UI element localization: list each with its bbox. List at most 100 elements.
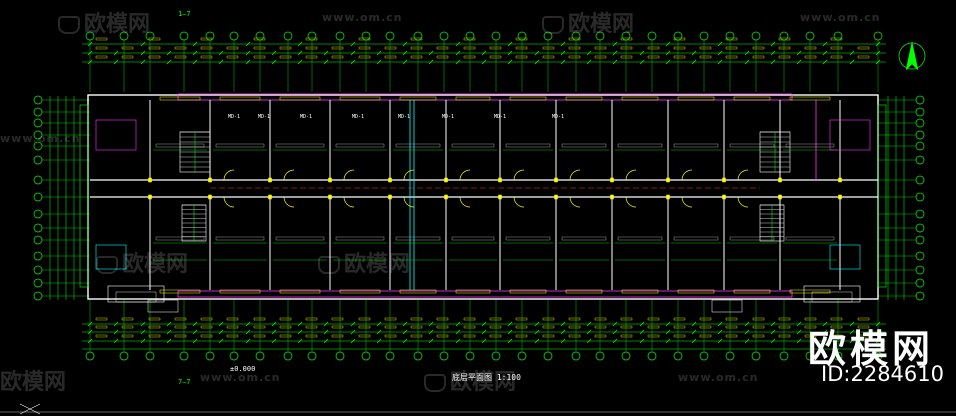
cad-rect [436, 334, 449, 338]
axis-bubble [283, 351, 293, 361]
cad-rect [829, 119, 871, 151]
cad-line [140, 338, 146, 344]
cad-line [455, 41, 461, 47]
axis-bubble [229, 351, 239, 361]
cad-line [19, 403, 41, 415]
cad-line [245, 50, 251, 56]
cad-rect [279, 46, 292, 50]
cad-rect [95, 119, 137, 151]
cad-rect [384, 55, 397, 59]
cad-line [744, 50, 750, 56]
cad-rect [789, 289, 831, 294]
axis-bubble [873, 31, 883, 41]
cad-line [218, 59, 224, 65]
cad-line [534, 59, 540, 65]
cad-line [639, 50, 645, 56]
axis-bubble [751, 31, 761, 41]
cad-rect [79, 104, 89, 288]
cad-rect [279, 96, 321, 101]
cad-rect [174, 55, 187, 59]
cad-line [350, 329, 356, 335]
axis-bubble [915, 175, 925, 185]
cad-line [376, 338, 382, 344]
cad-rect [358, 55, 371, 59]
cad-rect [463, 46, 476, 50]
cad-line [822, 59, 828, 65]
cad-rect [617, 143, 663, 148]
axis-bubble [491, 31, 501, 41]
cad-rect [804, 325, 817, 329]
cad-line [796, 338, 802, 344]
door-swing [403, 196, 415, 208]
section-mark-top: 1—7 [178, 10, 191, 18]
cad-rect [305, 46, 318, 50]
cad-rect [568, 317, 581, 321]
cad-rect [752, 55, 765, 59]
cad-line [560, 321, 566, 327]
cad-rect [752, 325, 765, 329]
cad-line [744, 321, 750, 327]
cad-rect [148, 325, 161, 329]
cad-rect [830, 46, 843, 50]
cad-rect [226, 325, 239, 329]
room-tag: MD-1 [494, 114, 506, 120]
cad-rect [830, 317, 843, 321]
cad-line [586, 59, 592, 65]
cad-line [455, 50, 461, 56]
cad-rect [399, 289, 437, 294]
axis-bubble [179, 351, 189, 361]
room-tag: MD-1 [228, 114, 240, 120]
cad-rect [857, 317, 870, 321]
cad-rect [463, 317, 476, 321]
cad-line [507, 329, 513, 335]
cad-rect [410, 55, 423, 59]
cad-line [586, 50, 592, 56]
room-tag: MD-1 [352, 114, 364, 120]
axis-bubble [33, 251, 43, 261]
cad-rect [752, 46, 765, 50]
cad-line [849, 338, 855, 344]
cad-rect [620, 325, 633, 329]
cad-line [166, 321, 172, 327]
cad-rect [725, 334, 738, 338]
cad-rect [778, 55, 791, 59]
cad-rect [358, 46, 371, 50]
door-swing [283, 169, 295, 181]
cad-rect [226, 55, 239, 59]
cad-line [717, 321, 723, 327]
cad-line [691, 321, 697, 327]
cad-line [534, 338, 540, 344]
cad-rect [498, 177, 502, 183]
door-swing [223, 169, 235, 181]
cad-rect [778, 46, 791, 50]
cad-line [297, 338, 303, 344]
cad-rect [725, 46, 738, 50]
axis-bubble [725, 31, 735, 41]
cad-rect [275, 143, 325, 148]
axis-bubble [307, 31, 317, 41]
cad-rect [699, 325, 712, 329]
door-swing [343, 169, 355, 181]
axis-bubble [85, 351, 95, 361]
cad-rect [699, 55, 712, 59]
cad-rect [857, 55, 870, 59]
axis-bubble [915, 265, 925, 275]
cad-rect [339, 289, 381, 294]
cad-rect [509, 289, 547, 294]
cad-rect [542, 46, 555, 50]
axis-grid-lines [33, 31, 925, 361]
cad-rect [778, 177, 782, 183]
cad-line [350, 41, 356, 47]
cad-rect [399, 96, 437, 101]
cad-rect [785, 143, 835, 148]
cad-line [376, 329, 382, 335]
door-swing [681, 169, 693, 181]
cad-rect [568, 46, 581, 50]
cad-rect [200, 55, 213, 59]
cad-line [218, 321, 224, 327]
axis-bubble [699, 31, 709, 41]
section-mark-bottom: 7—7 [178, 378, 191, 386]
door-swing [343, 196, 355, 208]
cad-line [402, 59, 408, 65]
cad-rect [275, 236, 325, 241]
